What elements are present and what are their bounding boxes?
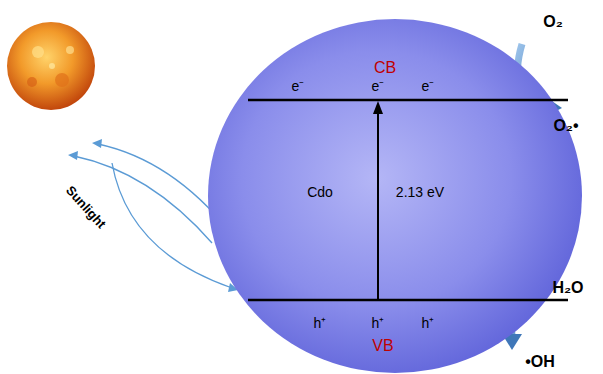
hole-symbol: h⁺	[314, 316, 327, 330]
light-label: Sunlight	[64, 183, 108, 230]
band-gap-value: 2.13 eV	[396, 185, 444, 199]
band-name: VB	[372, 338, 393, 354]
band-name: CB	[374, 60, 396, 76]
hole-symbol: h⁺	[372, 316, 385, 330]
species-label: H₂O	[552, 280, 583, 296]
species-label: •OH	[525, 354, 555, 370]
electron-symbol: e⁻	[372, 79, 385, 93]
sun-illustration	[7, 22, 95, 110]
species-label: O₂•	[553, 118, 578, 134]
hole-symbol: h⁺	[422, 316, 435, 330]
species-label: O₂	[543, 14, 563, 30]
material-name: Cdo	[307, 185, 333, 199]
electron-symbol: e⁻	[422, 79, 435, 93]
electron-symbol: e⁻	[292, 79, 305, 93]
particle-circle: CB e⁻ e⁻ e⁻ Cdo 2.13 eV h⁺ h⁺ h⁺ VB	[207, 18, 585, 374]
